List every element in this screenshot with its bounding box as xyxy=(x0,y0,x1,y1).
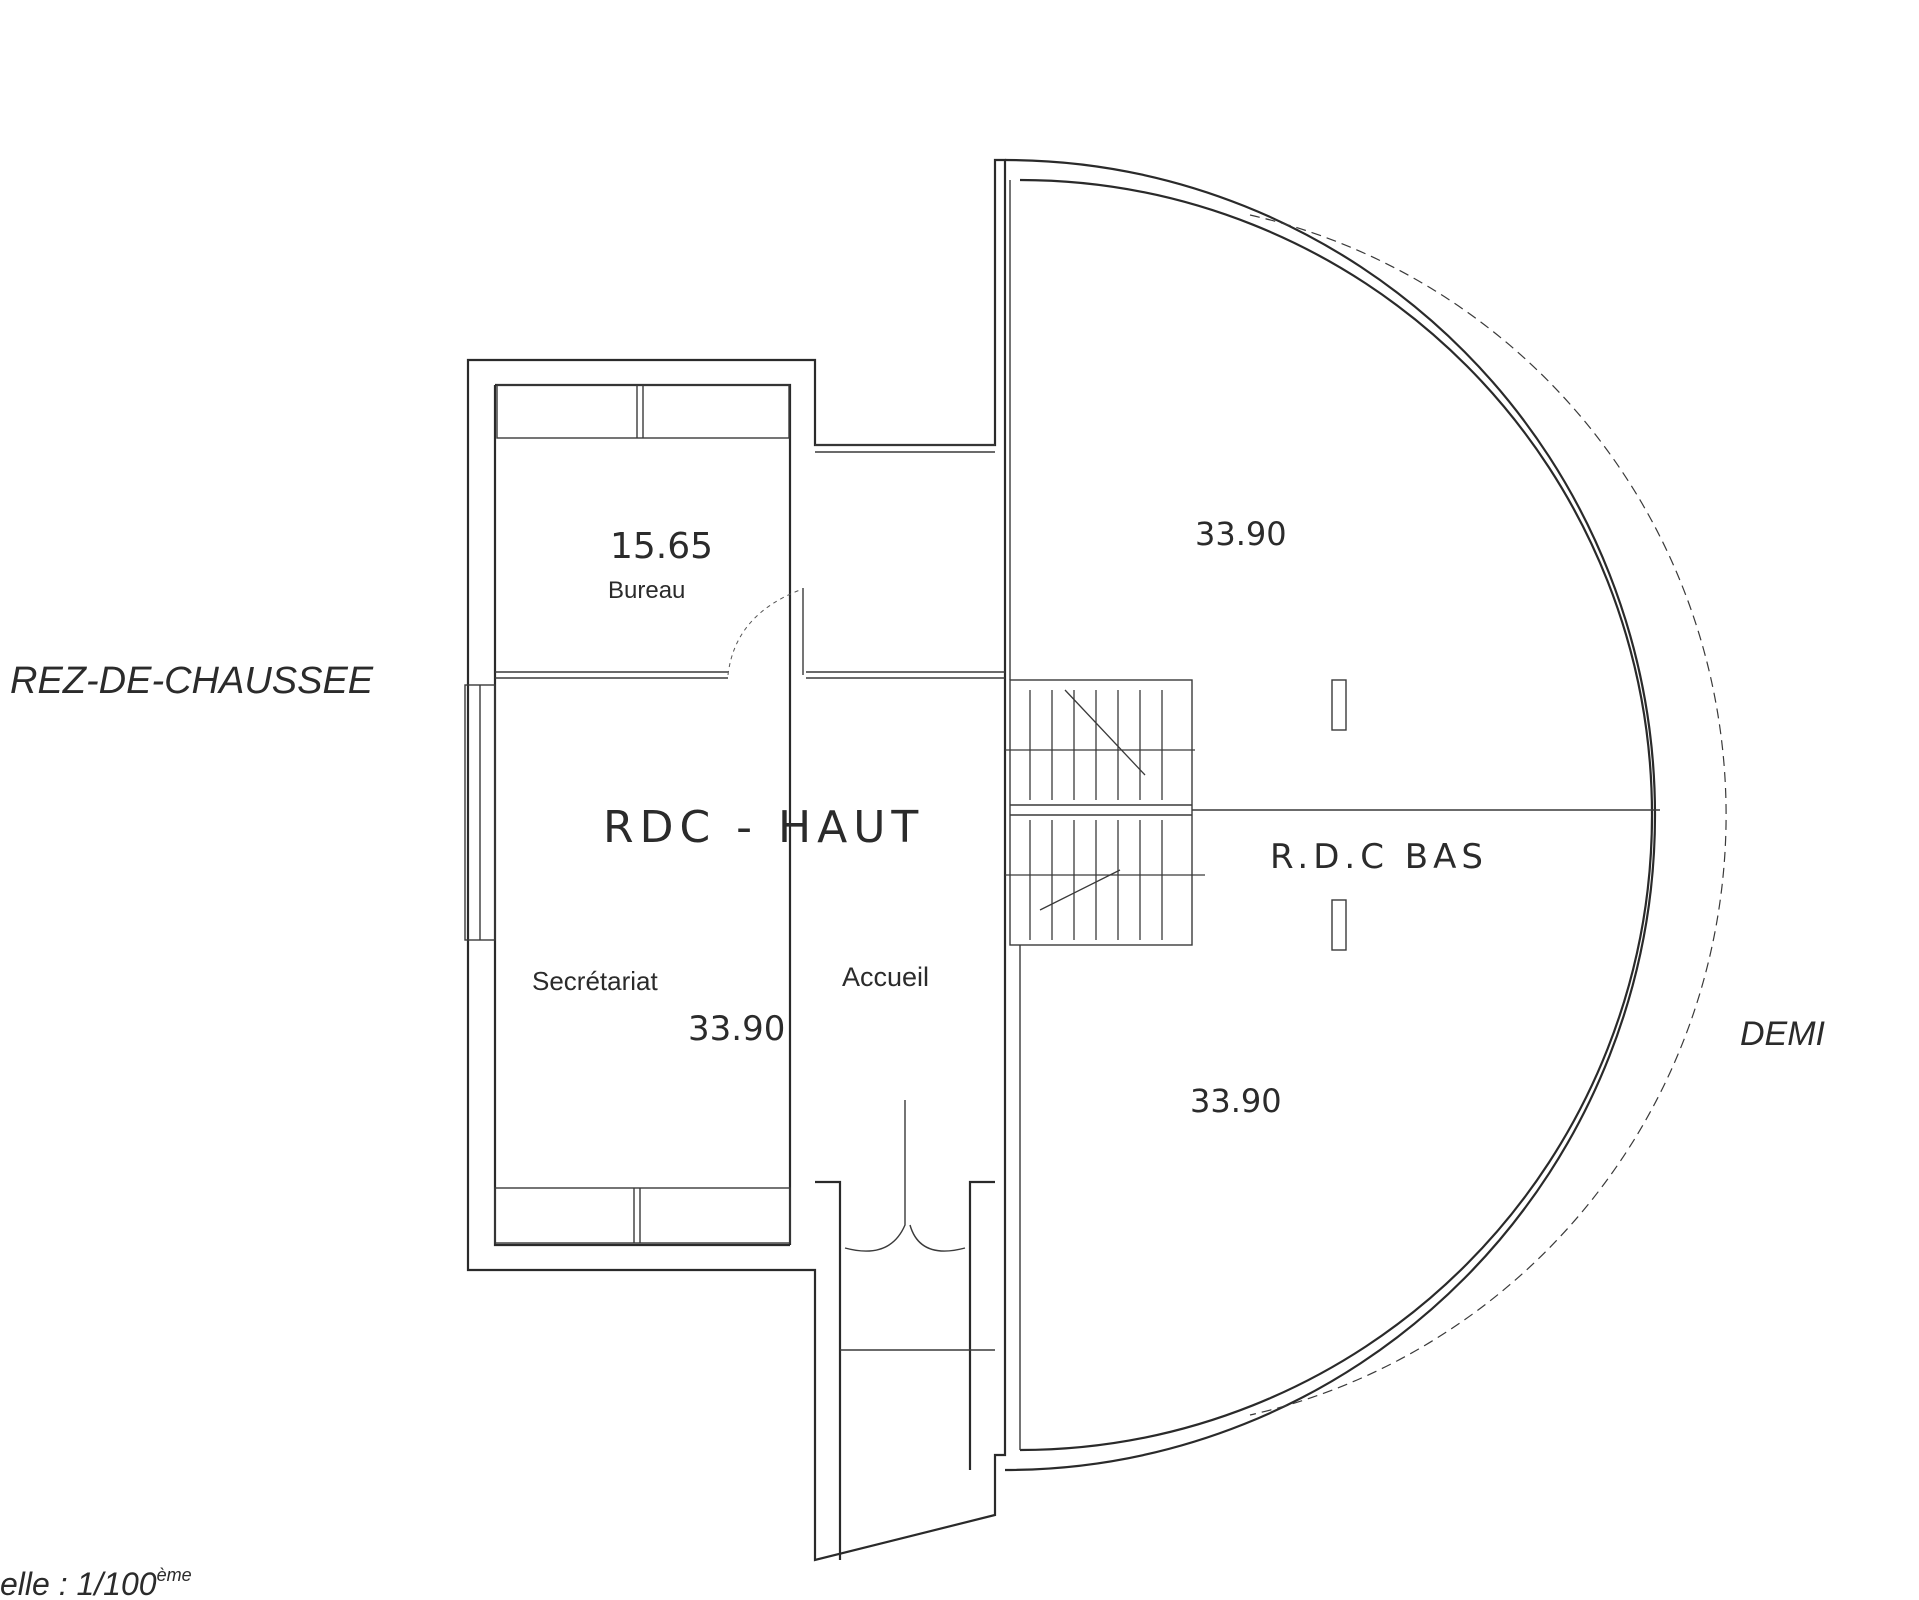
bureau-area: 15.65 xyxy=(610,526,713,567)
rdc-bas-upper-area: 33.90 xyxy=(1195,515,1287,553)
bureau-door-swing xyxy=(727,589,801,676)
secretariat-cabinet xyxy=(494,1187,791,1244)
bureau-label: Bureau xyxy=(608,577,685,604)
semicircle-wing xyxy=(1004,158,1727,1472)
secretariat-label: Secrétariat xyxy=(532,966,658,996)
entrance-walls xyxy=(815,1180,995,1560)
semicircle-window-line xyxy=(1249,214,1727,1416)
rdc-haut-label: RDC - HAUT xyxy=(603,802,924,853)
staircase xyxy=(1005,679,1205,946)
scale-label: elle : 1/100ème xyxy=(0,1565,192,1600)
floor-title-right: DEMI xyxy=(1740,1015,1826,1053)
entrance-door-swing-left xyxy=(844,1100,906,1252)
floor-title: REZ-DE-CHAUSSEE xyxy=(10,660,374,702)
left-wing-walls xyxy=(464,158,1007,1562)
rdc-bas-label: R.D.C BAS xyxy=(1270,837,1488,877)
column-upper xyxy=(1331,679,1347,731)
accueil-label: Accueil xyxy=(842,962,929,992)
column-lower xyxy=(1331,899,1347,951)
semicircle-outer-wall xyxy=(1004,158,1657,1472)
secretariat-area: 33.90 xyxy=(688,1009,785,1049)
scale-suffix: ème xyxy=(157,1565,192,1585)
entrance-door-swing-right xyxy=(909,1224,966,1252)
scale-text: elle : 1/100 xyxy=(0,1566,157,1600)
semicircle-inner-wall xyxy=(1019,178,1654,1452)
rdc-bas-lower-area: 33.90 xyxy=(1190,1082,1282,1120)
